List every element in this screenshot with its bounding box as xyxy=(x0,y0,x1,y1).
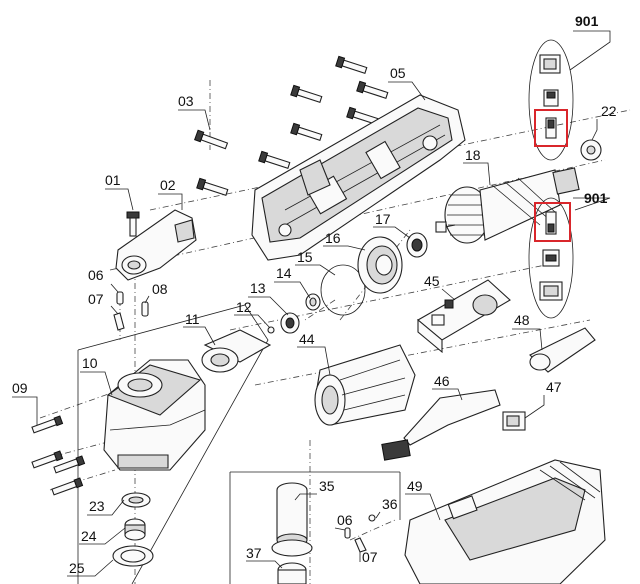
housing-screws xyxy=(194,55,389,196)
label-06-lower: 06 xyxy=(337,512,353,528)
ring-15 xyxy=(320,264,366,316)
label-23: 23 xyxy=(89,498,105,514)
label-02: 02 xyxy=(160,177,176,193)
label-22: 22 xyxy=(601,103,617,119)
flange-16 xyxy=(357,236,403,294)
label-11: 11 xyxy=(185,311,200,327)
pins-06-07-08 xyxy=(113,291,149,331)
brush-group-901-bottom xyxy=(528,197,574,319)
label-03: 03 xyxy=(178,93,194,109)
label-901-top: 901 xyxy=(575,13,599,29)
lever-11 xyxy=(201,329,272,373)
switch-47 xyxy=(502,411,526,431)
small-parts-36-06-07 xyxy=(344,514,376,553)
label-25: 25 xyxy=(69,560,85,576)
label-46: 46 xyxy=(434,373,450,389)
label-37: 37 xyxy=(246,545,262,561)
label-17: 17 xyxy=(375,211,391,227)
bearing-17 xyxy=(406,232,428,258)
label-09: 09 xyxy=(12,380,28,396)
highlight-brush-top xyxy=(534,109,568,147)
label-01: 01 xyxy=(105,172,121,188)
parts-23-24-25 xyxy=(112,492,154,567)
label-48: 48 xyxy=(514,312,530,328)
washer-22 xyxy=(580,139,602,161)
armature-18 xyxy=(435,167,580,244)
label-10: 10 xyxy=(82,355,98,371)
label-18: 18 xyxy=(465,147,481,163)
housing-half-05 xyxy=(251,94,466,261)
label-07: 07 xyxy=(88,291,104,307)
label-47: 47 xyxy=(546,379,562,395)
head-cover-02 xyxy=(115,209,197,281)
label-16: 16 xyxy=(325,230,341,246)
label-05: 05 xyxy=(390,65,406,81)
label-13: 13 xyxy=(250,280,266,296)
stator-44 xyxy=(314,344,416,426)
label-07-lower: 07 xyxy=(362,549,378,565)
label-08: 08 xyxy=(152,281,168,297)
control-board-45 xyxy=(417,279,511,354)
washers-12-13-14 xyxy=(267,293,321,334)
label-35: 35 xyxy=(319,478,335,494)
brush-group-901-top xyxy=(528,39,574,161)
spindle-35 xyxy=(271,482,313,557)
lower-group-outline xyxy=(229,471,401,584)
leader-lines xyxy=(12,30,611,577)
label-14: 14 xyxy=(276,265,292,281)
label-06: 06 xyxy=(88,267,104,283)
label-24: 24 xyxy=(81,528,97,544)
label-45: 45 xyxy=(424,273,440,289)
label-15: 15 xyxy=(297,249,313,265)
label-901-bottom: 901 xyxy=(584,190,608,206)
cable-sleeve-48 xyxy=(529,327,596,373)
label-36: 36 xyxy=(382,496,398,512)
screw-01 xyxy=(126,211,140,237)
part-37 xyxy=(277,562,307,584)
label-44: 44 xyxy=(299,331,315,347)
screws-09 xyxy=(31,415,86,496)
housing-49 xyxy=(404,459,606,584)
label-12: 12 xyxy=(236,299,252,315)
gear-head-group-outline xyxy=(77,304,269,584)
switch-slide-46 xyxy=(381,389,501,461)
highlight-brush-bottom xyxy=(534,202,571,242)
gear-head-10 xyxy=(103,359,206,471)
label-49: 49 xyxy=(407,478,423,494)
part-labels: 901 901 03 05 01 02 06 07 08 10 11 09 12… xyxy=(12,13,617,576)
